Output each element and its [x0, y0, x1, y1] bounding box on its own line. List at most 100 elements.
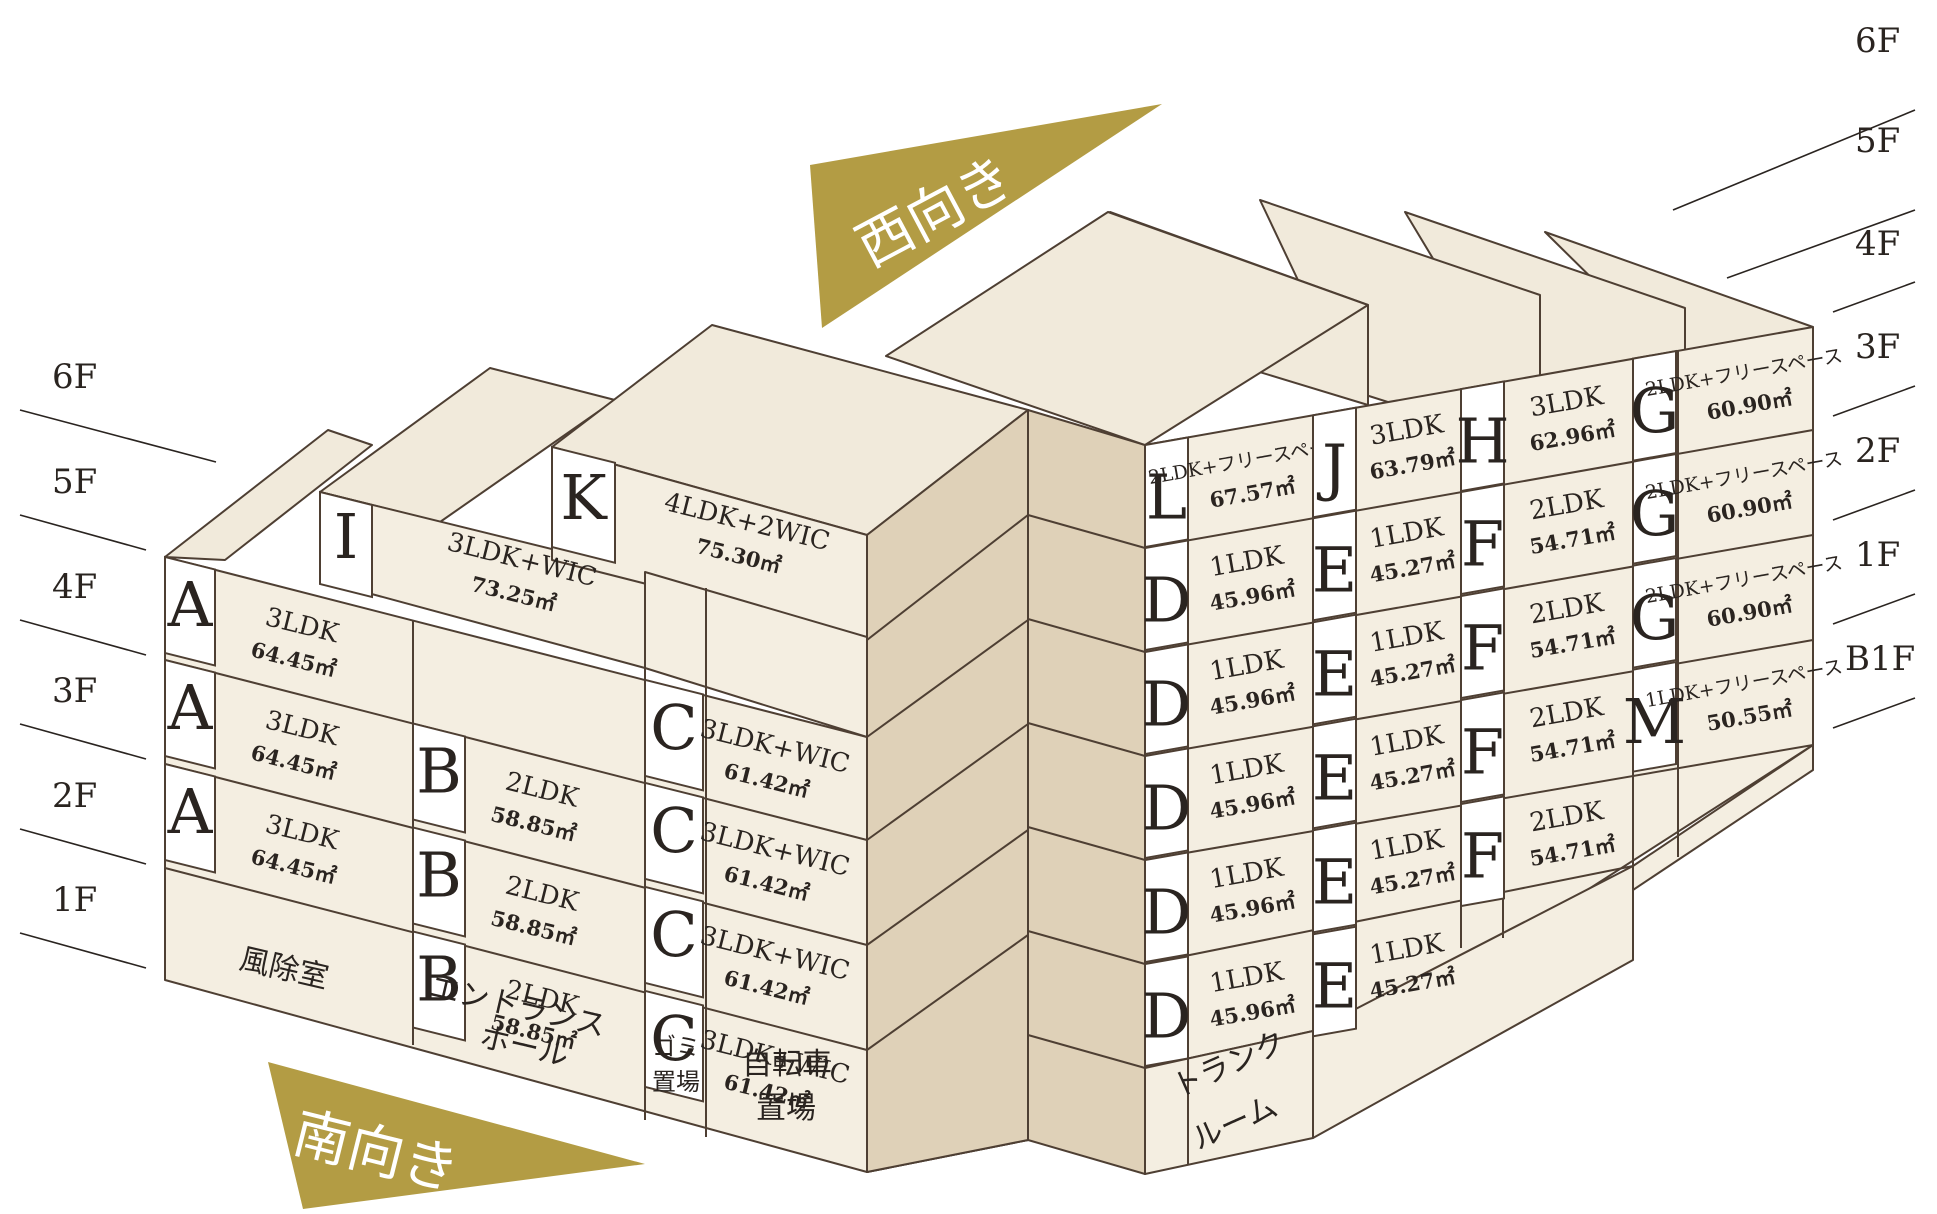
unit-letter: K: [560, 461, 608, 534]
unit-letter-box: [1312, 613, 1357, 726]
floor-label-r-6f: 6F: [1855, 21, 1900, 61]
unit-letter: C: [650, 794, 697, 867]
garbage-area-label-2: 置場: [652, 1068, 700, 1096]
floor-labels-right: 6F 5F 4F 3F 2F 1F B1F: [1845, 21, 1915, 679]
unit-letter: B: [416, 735, 462, 808]
unit-letter: D: [1142, 979, 1192, 1052]
garbage-area-label-1: ゴミ: [652, 1033, 700, 1061]
unit-letter-box: [1312, 821, 1357, 934]
unit-letter-box: [412, 930, 466, 1042]
unit-letter-box: [1632, 556, 1677, 669]
unit-letter-box: [164, 555, 216, 667]
floor-label-6f: 6F: [52, 357, 97, 397]
west-top-face: [885, 211, 1369, 446]
unit-letter-box: [1144, 643, 1189, 756]
unit-letter-box: [164, 658, 216, 770]
unit-letter-box: [319, 490, 373, 599]
unit-letter: B: [416, 943, 462, 1016]
unit-letter-box: [1460, 691, 1505, 804]
unit-letter-box: [1460, 795, 1505, 908]
unit-letter: G: [1630, 374, 1680, 447]
unit-letter: F: [1461, 612, 1504, 685]
unit-letter-box: [1312, 717, 1357, 830]
unit-letter: E: [1312, 534, 1357, 607]
unit-letter: E: [1312, 638, 1357, 711]
unit-letter: D: [1142, 771, 1192, 844]
unit-letter: F: [1461, 508, 1504, 581]
tower-kc-side: [866, 409, 1029, 1173]
floor-label-r-5f: 5F: [1855, 121, 1900, 161]
floor-label-1f: 1F: [52, 880, 97, 920]
floor-scale-right: [1672, 109, 1916, 729]
floor-labels-left: 6F 5F 4F 3F 2F 1F: [52, 357, 97, 920]
unit-letter: M: [1623, 685, 1686, 758]
floor-label-r-3f: 3F: [1855, 327, 1900, 367]
unit-letter-box: [412, 722, 466, 834]
floor-label-r-4f: 4F: [1855, 224, 1900, 264]
south-building: [164, 324, 1029, 1173]
floor-label-r-b1f: B1F: [1845, 639, 1915, 679]
unit-letter: D: [1142, 563, 1192, 636]
floor-scale-left: [19, 409, 217, 969]
unit-letter: C: [650, 898, 697, 971]
south-arrow-shape: [268, 1062, 645, 1209]
unit-letter: A: [167, 671, 214, 744]
bicycle-parking-label-2: 置場: [756, 1091, 816, 1126]
unit-letter-box: [1144, 851, 1189, 964]
west-arrow-shape: [810, 104, 1162, 328]
unit-letter: L: [1146, 460, 1187, 533]
unit-letter: H: [1455, 405, 1509, 478]
unit-letter-box: [644, 989, 704, 1103]
unit-letter: E: [1312, 950, 1357, 1023]
floor-label-5f: 5F: [52, 462, 97, 502]
unit-letter-box: [1144, 747, 1189, 860]
unit-letter: J: [1316, 431, 1347, 504]
unit-letter-box: [644, 678, 704, 792]
unit-letter: G: [1630, 581, 1680, 654]
unit-letter: I: [334, 500, 359, 573]
unit-letter-box: [1632, 660, 1677, 773]
floor-label-3f: 3F: [52, 671, 97, 711]
unit-letter-box: [644, 885, 704, 999]
floor-label-r-1f: 1F: [1855, 535, 1900, 575]
unit-letter-box: [551, 445, 616, 564]
unit-letter: F: [1461, 820, 1504, 893]
unit-letter-box: [1312, 509, 1357, 622]
unit-letter-box: [644, 781, 704, 895]
unit-letter: C: [650, 691, 697, 764]
unit-letter-box: [412, 826, 466, 938]
unit-letter: D: [1142, 667, 1192, 740]
unit-letter-box: [1632, 452, 1677, 565]
unit-letter: C: [650, 1002, 697, 1075]
unit-letter: E: [1312, 846, 1357, 919]
tower-a-top: [164, 429, 373, 561]
unit-letter: E: [1312, 742, 1357, 815]
floor-label-2f: 2F: [52, 776, 97, 816]
unit-letter: D: [1142, 875, 1192, 948]
west-base-right: [1312, 865, 1634, 1139]
unit-letter-box: [1144, 955, 1189, 1068]
unit-letter: A: [167, 775, 214, 848]
floor-label-r-2f: 2F: [1855, 431, 1900, 471]
unit-letter-box: [1460, 483, 1505, 596]
unit-letter-box: [1460, 587, 1505, 700]
unit-letter: F: [1461, 716, 1504, 789]
floor-label-4f: 4F: [52, 567, 97, 607]
unit-letter-box: [1632, 349, 1677, 462]
unit-letter-box: [164, 762, 216, 874]
unit-letter: B: [416, 839, 462, 912]
unit-letter: G: [1630, 477, 1680, 550]
bicycle-parking-label-1: 自転車: [742, 1047, 832, 1082]
unit-letter: A: [167, 568, 214, 641]
south-direction-arrow: 南向き: [268, 1062, 645, 1209]
unit-letter-box: [1312, 925, 1357, 1038]
unit-letter-box: [1144, 539, 1189, 652]
